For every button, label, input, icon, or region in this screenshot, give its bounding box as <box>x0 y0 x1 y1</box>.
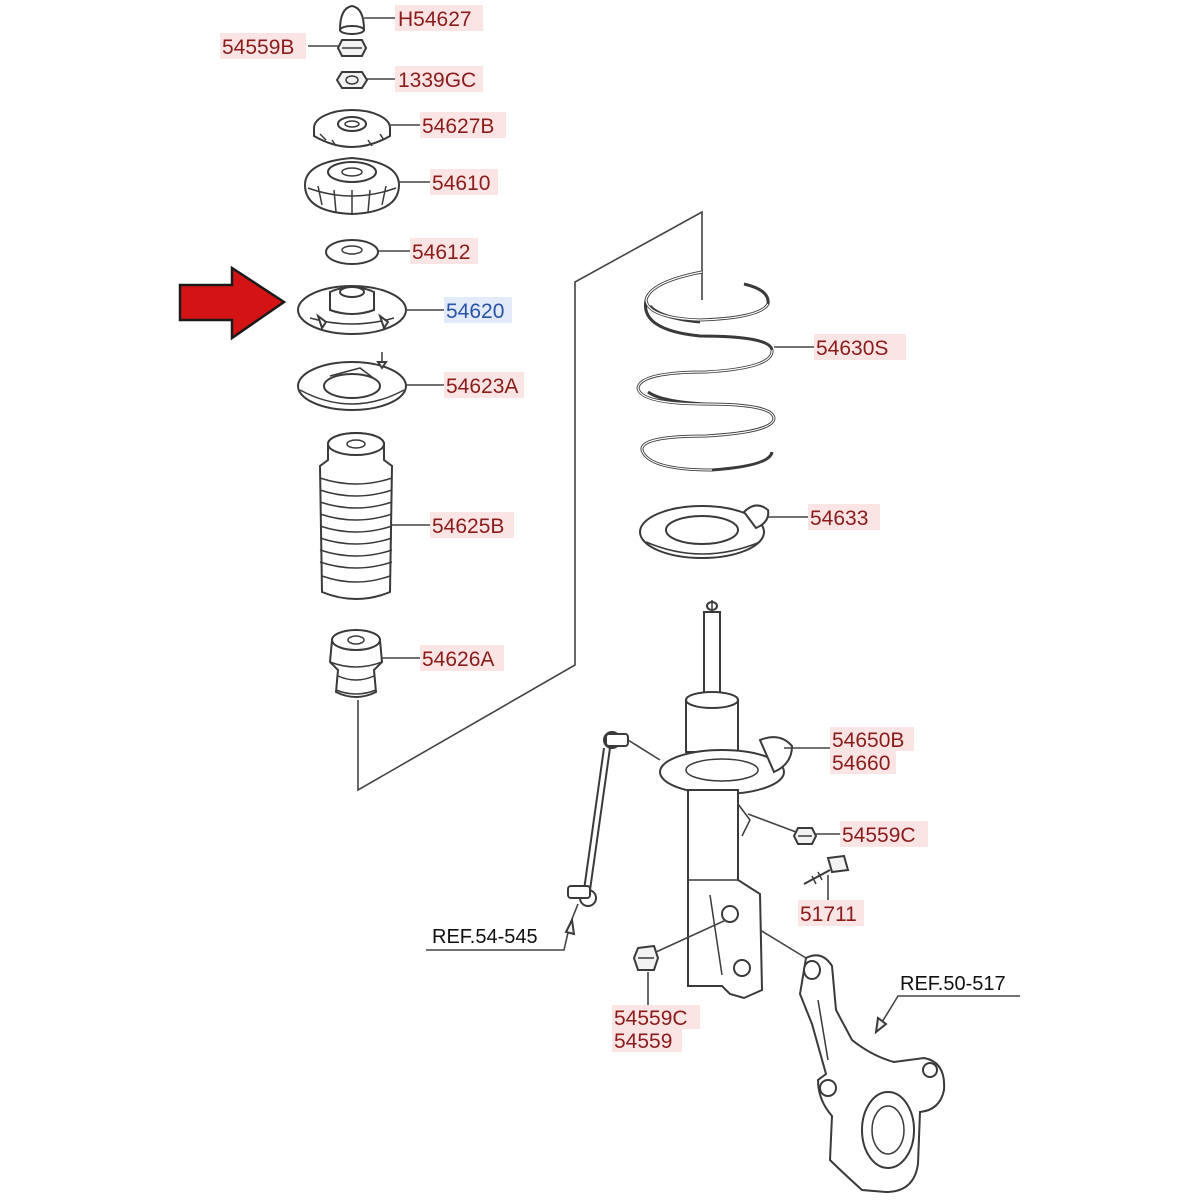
label-54660[interactable]: 54660 <box>832 752 890 775</box>
part-h54627-cap[interactable] <box>338 4 366 35</box>
part-54559c-lower-nut[interactable] <box>632 944 660 971</box>
part-stabilizer-link[interactable] <box>567 731 661 907</box>
label-54623a[interactable]: 54623A <box>446 375 518 398</box>
part-steering-knuckle[interactable] <box>798 954 946 1194</box>
part-54630s-coil-spring[interactable] <box>636 270 776 472</box>
label-54633[interactable]: 54633 <box>810 507 868 530</box>
label-54612[interactable]: 54612 <box>412 241 470 264</box>
part-54612-washer[interactable] <box>325 239 379 265</box>
part-strut-assembly[interactable] <box>659 600 794 1000</box>
assembly-group-line <box>357 210 703 792</box>
label-1339gc[interactable]: 1339GC <box>398 69 476 92</box>
label-54559b[interactable]: 54559B <box>222 36 294 59</box>
label-51711[interactable]: 51711 <box>800 903 857 926</box>
ref-50-517[interactable]: REF.50-517 <box>900 973 1006 995</box>
part-54627b-bearing[interactable] <box>313 109 391 148</box>
part-54625b-dust-cover[interactable] <box>318 432 394 600</box>
label-54630s[interactable]: 54630S <box>816 337 888 360</box>
part-51711-bolt[interactable] <box>803 854 850 885</box>
label-54625b[interactable]: 54625B <box>432 515 504 538</box>
part-54623a-spring-pad[interactable] <box>297 352 407 411</box>
label-54559c-upper[interactable]: 54559C <box>842 824 916 847</box>
label-54559[interactable]: 54559 <box>614 1030 672 1053</box>
part-54559b-nut[interactable] <box>336 39 368 57</box>
label-54626a[interactable]: 54626A <box>422 648 494 671</box>
part-54559c-nut[interactable] <box>792 827 818 845</box>
label-54610[interactable]: 54610 <box>432 172 490 195</box>
label-h54627[interactable]: H54627 <box>398 8 472 31</box>
ref-54-545[interactable]: REF.54-545 <box>432 926 538 948</box>
part-1339gc-nut[interactable] <box>335 71 369 89</box>
label-54620[interactable]: 54620 <box>446 300 504 323</box>
part-54633-lower-pad[interactable] <box>639 504 770 559</box>
label-54650b[interactable]: 54650B <box>832 729 904 752</box>
part-54620-spring-seat[interactable] <box>297 285 407 335</box>
label-54559c-lower[interactable]: 54559C <box>614 1007 688 1030</box>
label-54627b[interactable]: 54627B <box>422 115 494 138</box>
part-54626a-bumper[interactable] <box>328 629 384 698</box>
red-arrow-pointer-icon <box>178 265 287 341</box>
part-54610-insulator[interactable] <box>303 156 401 216</box>
